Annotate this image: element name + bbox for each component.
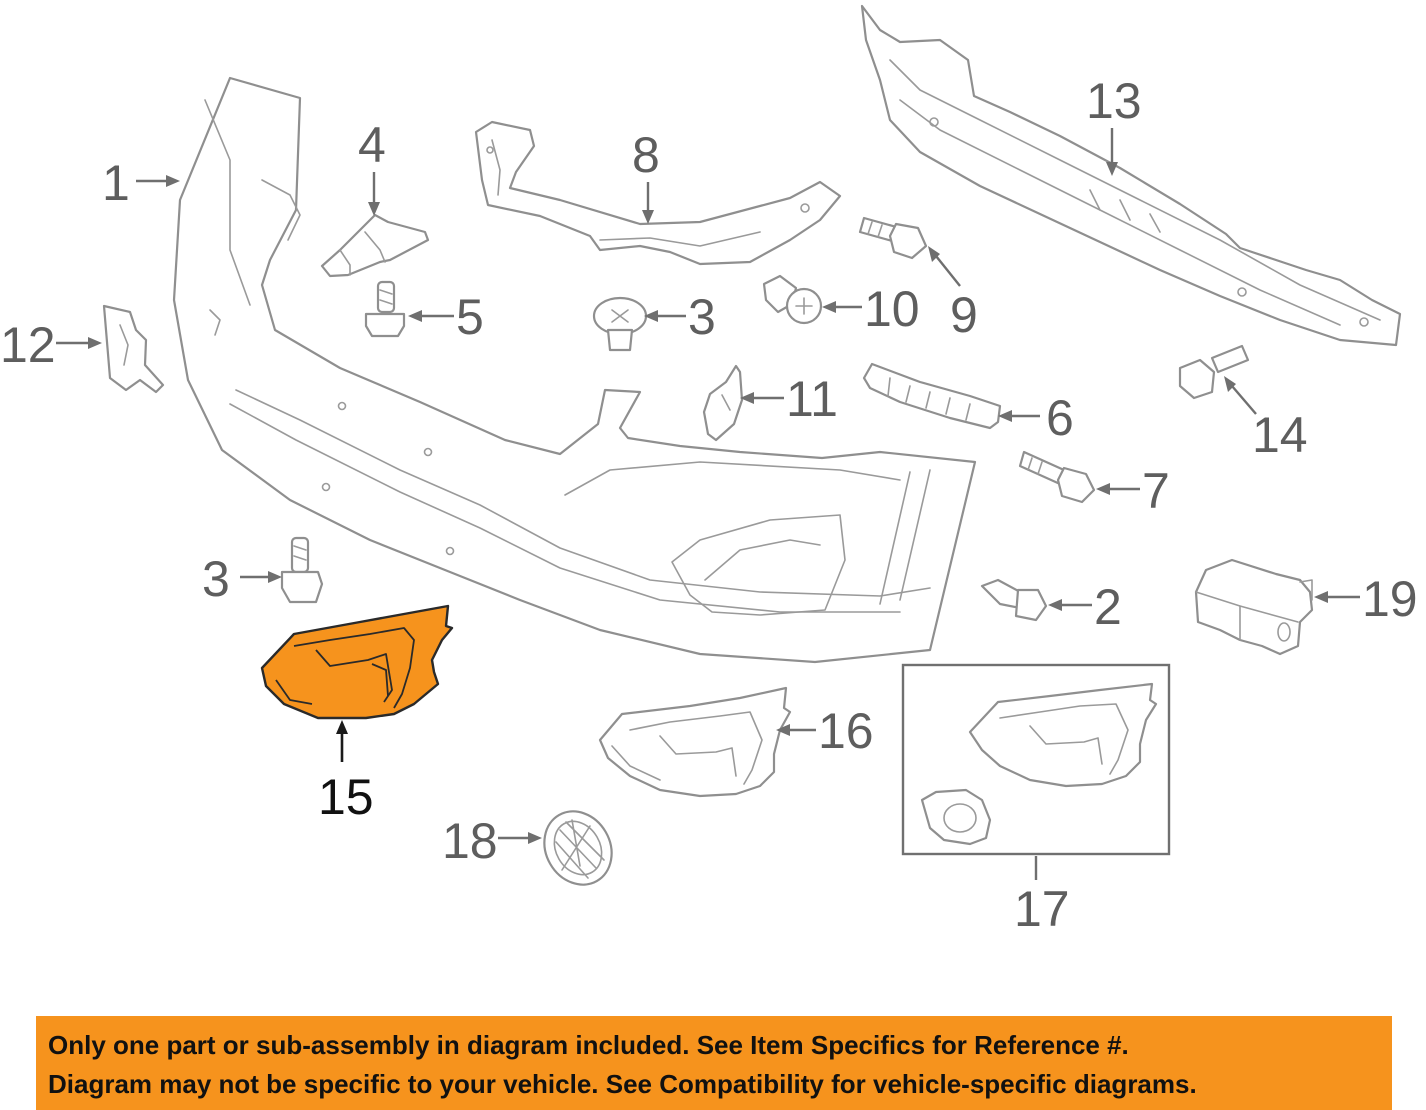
callout-5: 5 xyxy=(456,289,484,345)
callout-10: 10 xyxy=(864,281,920,337)
retainer-part-6 xyxy=(862,362,1002,430)
clip-part-10 xyxy=(762,274,823,325)
callout-4: 4 xyxy=(358,117,386,173)
bumper-cover-part xyxy=(172,76,977,664)
callout-9: 9 xyxy=(950,287,978,343)
callout-3-lower: 3 xyxy=(202,551,230,607)
callout-7: 7 xyxy=(1142,463,1170,519)
callout-3-upper: 3 xyxy=(688,289,716,345)
callout-15: 15 xyxy=(318,769,374,825)
side-bracket-part-12 xyxy=(102,304,165,394)
callout-16: 16 xyxy=(818,703,874,759)
callout-19: 19 xyxy=(1362,571,1418,627)
callout-2: 2 xyxy=(1094,579,1122,635)
bezel-part-16 xyxy=(598,686,792,798)
bracket-part-4 xyxy=(320,213,430,278)
bolt-part-7 xyxy=(1018,450,1096,504)
parts-diagram: 1 4 5 12 8 3 10 9 13 14 11 6 7 3 2 19 15… xyxy=(0,4,1418,937)
upper-retainer-part-8 xyxy=(474,120,842,266)
bolt-part-5 xyxy=(364,280,406,338)
bolt-part-14 xyxy=(1178,344,1250,400)
disclaimer-line-1: Only one part or sub-assembly in diagram… xyxy=(48,1030,1129,1060)
callout-8: 8 xyxy=(632,127,660,183)
callout-13: 13 xyxy=(1086,73,1142,129)
callout-12: 12 xyxy=(0,317,56,373)
kit-assembly-part-17 xyxy=(901,663,1171,856)
callout-18: 18 xyxy=(442,813,498,869)
callout-17: 17 xyxy=(1014,881,1070,937)
bolt-part-3-lower xyxy=(280,536,324,604)
disclaimer-line-2: Diagram may not be specific to your vehi… xyxy=(48,1069,1197,1099)
callout-11: 11 xyxy=(786,371,838,427)
reinforcement-part-13 xyxy=(860,4,1402,347)
callout-6: 6 xyxy=(1046,390,1074,446)
callout-labels: 1 4 5 12 8 3 10 9 13 14 11 6 7 3 2 19 15… xyxy=(0,73,1418,937)
callout-1: 1 xyxy=(102,155,130,211)
callout-14: 14 xyxy=(1252,407,1308,463)
bolt-part-9 xyxy=(858,216,928,260)
clip-part-2 xyxy=(980,578,1048,622)
highlighted-bezel-part-15 xyxy=(260,604,454,720)
sensor-part-19 xyxy=(1194,558,1314,656)
leader-lines xyxy=(56,128,1360,880)
push-clip-part-3-upper xyxy=(592,296,648,352)
disclaimer-banner: Only one part or sub-assembly in diagram… xyxy=(36,1016,1392,1110)
bracket-part-11 xyxy=(702,364,744,442)
grille-part-18 xyxy=(543,810,613,886)
